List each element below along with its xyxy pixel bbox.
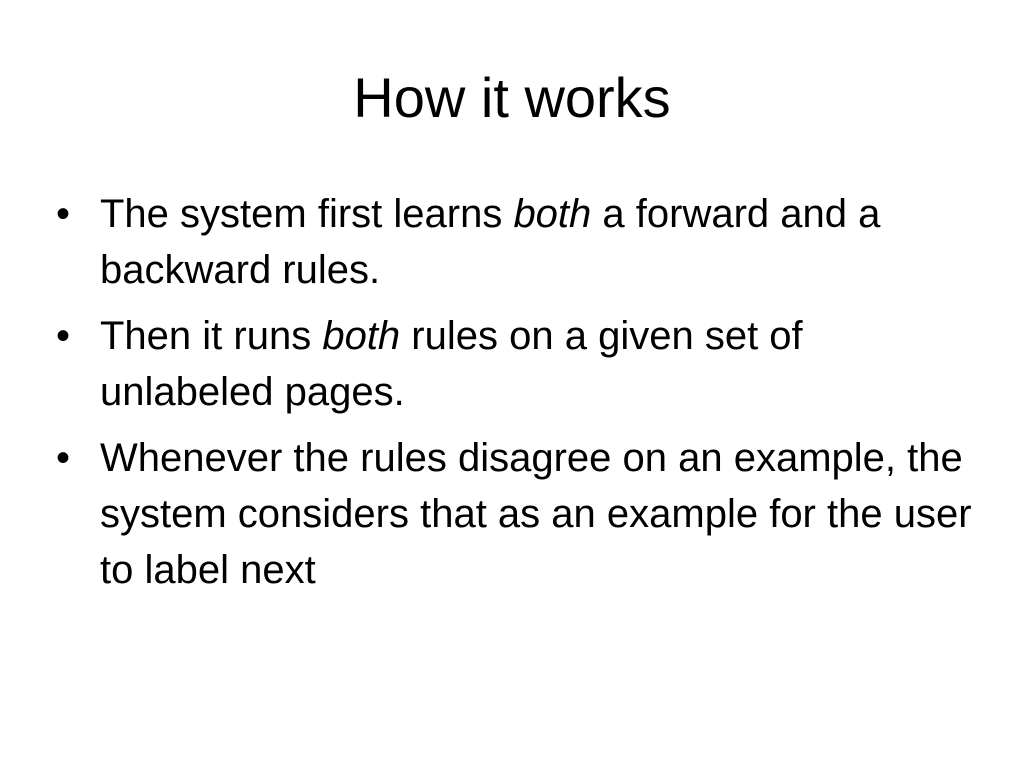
bullet-icon: • — [56, 314, 71, 358]
bullet-list: • The system first learns both a forward… — [56, 186, 976, 608]
bullet-item: • The system first learns both a forward… — [56, 186, 976, 298]
bullet-text: The system first learns both a forward a… — [100, 192, 880, 292]
bullet-icon: • — [56, 192, 71, 236]
bullet-text-segment: The system first learns — [100, 192, 514, 236]
emphasized-word: both — [322, 314, 401, 358]
bullet-text-segment: a forward and a backward rules. — [100, 192, 881, 292]
bullet-text: Whenever the rules disagree on an exampl… — [100, 436, 972, 592]
bullet-item: • Then it runs both rules on a given set… — [56, 308, 976, 420]
bullet-item: • Whenever the rules disagree on an exam… — [56, 430, 976, 598]
emphasized-word: both — [513, 192, 592, 236]
bullet-icon: • — [56, 436, 71, 480]
bullet-text-segment: Then it runs — [100, 314, 323, 358]
bullet-text-segment: rules on a given set of unlabeled pages. — [100, 314, 803, 414]
slide-title: How it works — [353, 66, 671, 129]
bullet-text: Then it runs both rules on a given set o… — [100, 314, 803, 414]
